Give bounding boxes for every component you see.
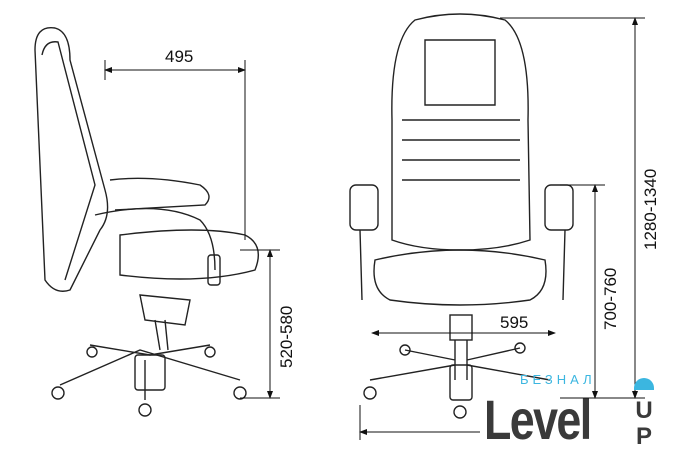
logo-up-text: UP bbox=[635, 397, 653, 450]
logo-accent-dot bbox=[634, 378, 654, 390]
side-view-chair bbox=[34, 26, 259, 417]
seat-height-label: 520-580 bbox=[277, 306, 296, 368]
front-view-chair bbox=[349, 13, 574, 419]
logo-main-text: Level bbox=[484, 388, 592, 451]
logo-subtitle: БЕЗНАЛ bbox=[520, 372, 596, 387]
total-height-label: 1280-1340 bbox=[641, 169, 660, 250]
armrest-height-label: 700-760 bbox=[601, 268, 620, 330]
dimension-lines bbox=[104, 17, 645, 440]
seat-depth-label: 495 bbox=[165, 47, 193, 66]
seat-width-label: 595 bbox=[500, 313, 528, 332]
levelup-logo: БЕЗНАЛ Level UP bbox=[480, 372, 670, 456]
